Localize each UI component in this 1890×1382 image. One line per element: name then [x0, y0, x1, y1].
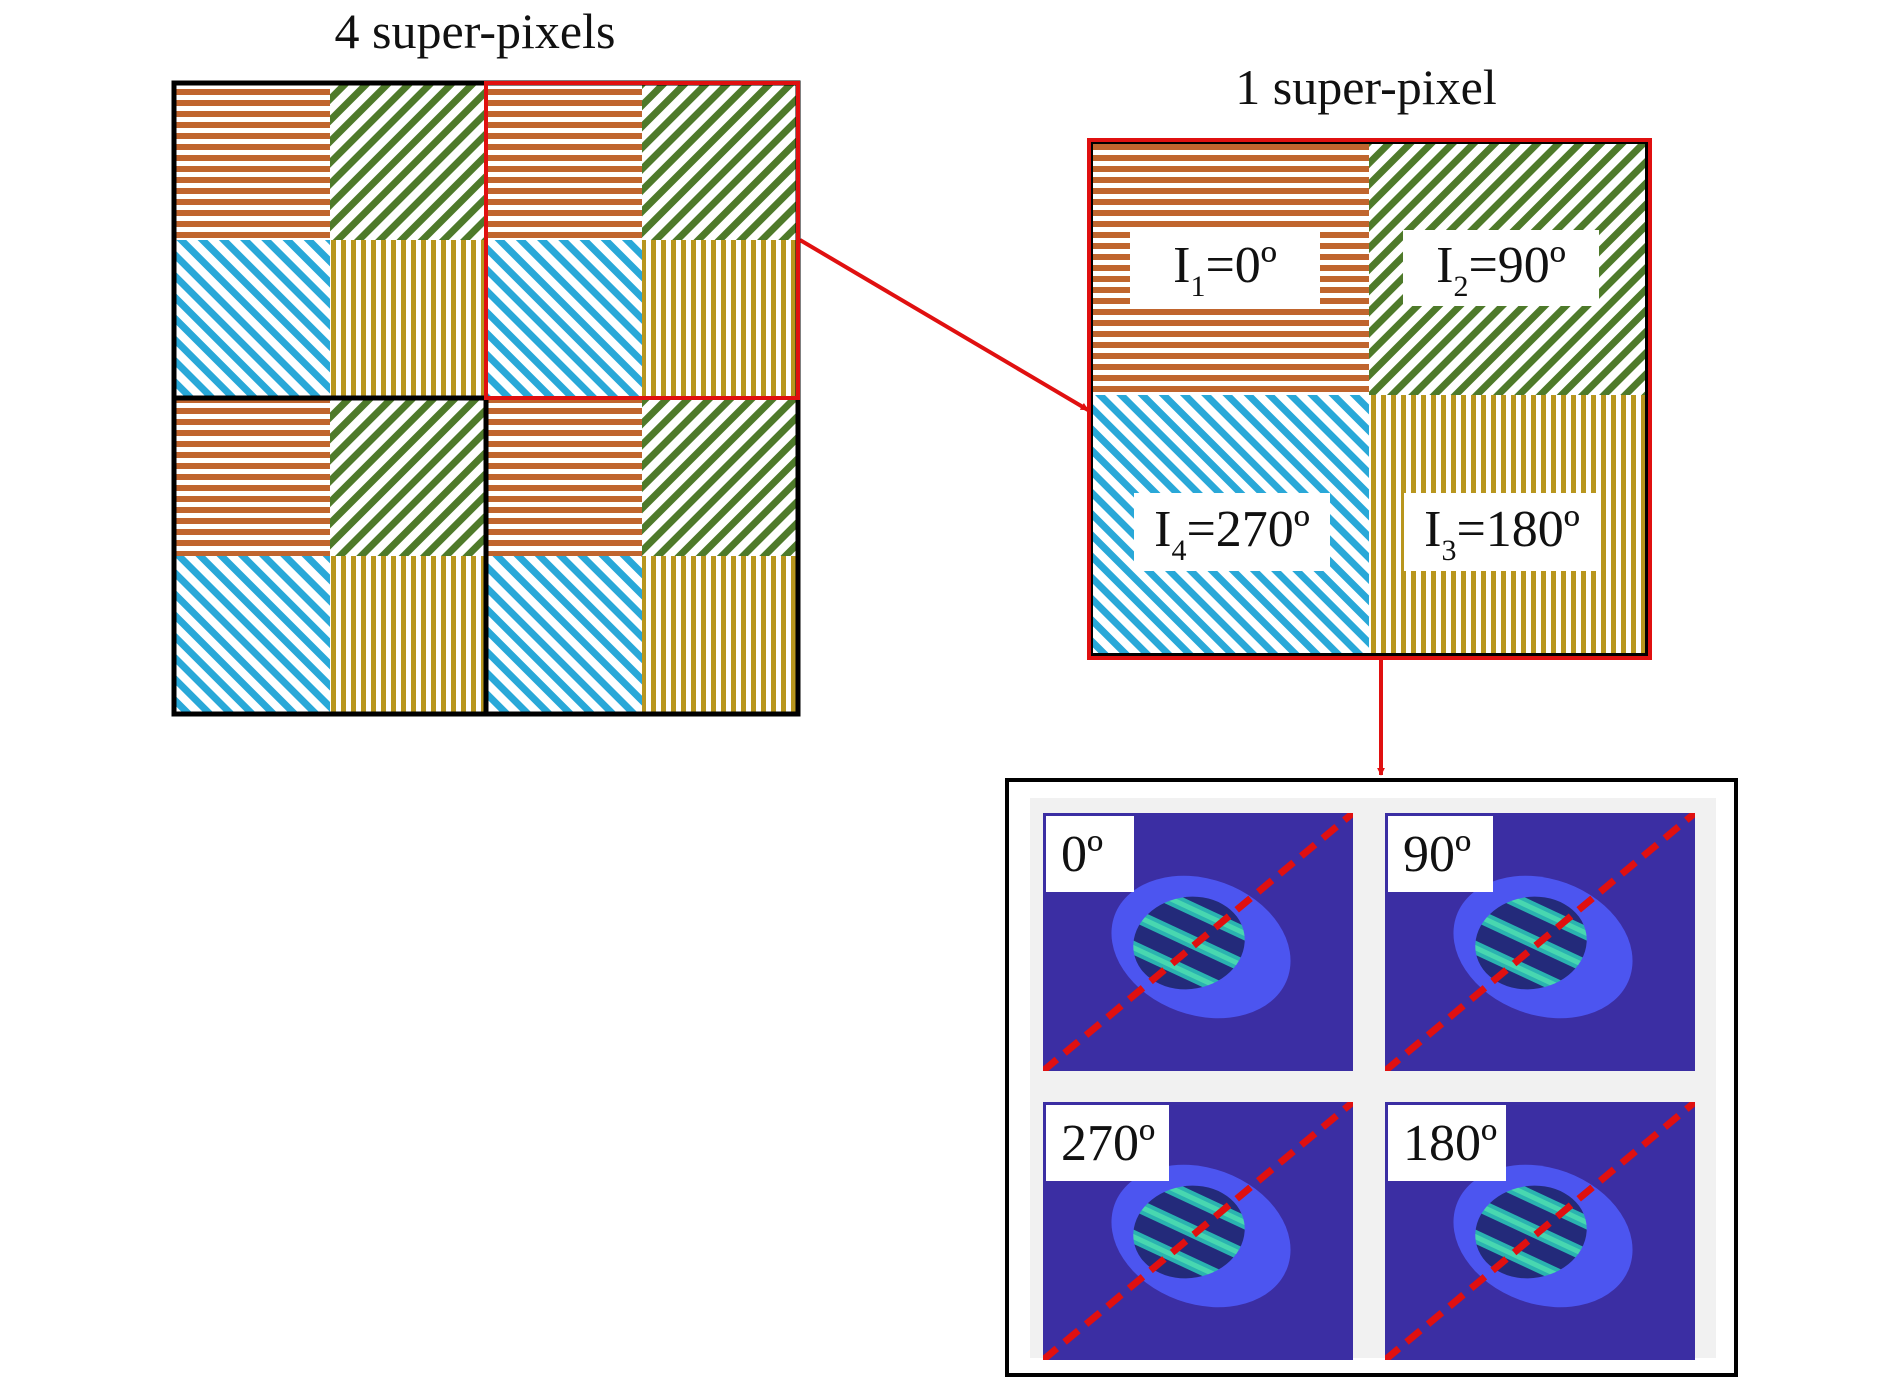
- fringe-label-0: 0º: [1061, 826, 1103, 883]
- label-i1-suffix: =0º: [1205, 237, 1276, 294]
- cell-diagonal-down: [486, 556, 642, 714]
- label-i1-base: I: [1173, 237, 1190, 294]
- label-i3-suffix: =180º: [1456, 501, 1579, 558]
- cell-vertical: [642, 556, 798, 714]
- cell-diagonal-down: [174, 240, 330, 398]
- fringe-map-270: 270º: [1043, 1102, 1353, 1360]
- label-i1-text: I1=0º: [1173, 237, 1277, 303]
- fringe-label-box: [1046, 816, 1134, 892]
- cell-horizontal: [486, 83, 642, 240]
- label-i2: I2=90º: [1403, 230, 1599, 306]
- fringe-diagonal-group: [1043, 1102, 1353, 1360]
- label-i3-subscript: 3: [1441, 534, 1456, 567]
- cell-diagonal-up: [642, 398, 798, 556]
- fringe-diagonal-dashed-line: [1385, 813, 1695, 1071]
- label-i4-base: I: [1154, 501, 1171, 558]
- fringe-pattern-ellipse: [1133, 1185, 1245, 1279]
- label-i1-subscript: 1: [1190, 270, 1205, 303]
- super-pixel-bottom-right: [486, 398, 798, 714]
- label-i3: I3=180º: [1404, 493, 1600, 571]
- label-i4-subscript: 4: [1171, 534, 1186, 567]
- label-i3-base: I: [1424, 501, 1441, 558]
- four-super-pixels-group: 4 super-pixels: [171, 3, 801, 717]
- label-i1: I1=0º: [1130, 230, 1320, 306]
- one-super-pixel-group: 1 super-pixel I1=0º I2=90º I4=270º I3=18…: [1087, 59, 1652, 660]
- fringe-pattern-ellipse: [1133, 896, 1245, 990]
- four-super-pixels-title: 4 super-pixels: [335, 3, 616, 59]
- fringe-label-box: [1388, 816, 1493, 892]
- cell-diagonal-up: [330, 398, 486, 556]
- cell-horizontal: [174, 83, 330, 240]
- super-pixel-highlight-border: [1087, 138, 1652, 660]
- cell-diagonal-up: [642, 83, 798, 240]
- fringe-diagonal-group: [1385, 1102, 1695, 1360]
- label-i2-suffix: =90º: [1468, 237, 1565, 294]
- fringe-diagonal-dashed-line: [1043, 1102, 1353, 1360]
- label-i3-text: I3=180º: [1424, 501, 1580, 567]
- cell-horizontal: [486, 398, 642, 556]
- one-super-pixel-title: 1 super-pixel: [1235, 59, 1496, 115]
- label-i3-box: [1404, 493, 1600, 571]
- label-i1-box: [1130, 230, 1320, 306]
- fringe-pattern-ellipse: [1475, 896, 1587, 990]
- fringe-label-box: [1046, 1105, 1169, 1181]
- fringe-label-180: 180º: [1403, 1115, 1497, 1172]
- cell-vertical: [642, 240, 798, 398]
- zoom-arrow: [798, 238, 1090, 412]
- super-pixel-top-left: [174, 83, 486, 398]
- fringe-diagonal-group: [1043, 813, 1353, 1071]
- fringe-map-180: 180º: [1385, 1102, 1695, 1360]
- fringe-label-90: 90º: [1403, 826, 1471, 883]
- cell-diagonal-down: [486, 240, 642, 398]
- label-i2-text: I2=90º: [1436, 237, 1566, 303]
- label-i4-text: I4=270º: [1154, 501, 1310, 567]
- fringe-pattern-ellipse: [1475, 1185, 1587, 1279]
- label-i4-box: [1134, 493, 1330, 571]
- label-i4: I4=270º: [1134, 493, 1330, 571]
- super-pixel-top-right: [486, 83, 798, 398]
- fringe-map-0: 0º: [1043, 813, 1353, 1071]
- fringe-map-90: 90º: [1385, 813, 1695, 1071]
- fringe-panel: 0º 90º 270º 180º: [1005, 778, 1738, 1377]
- fringe-diagonal-dashed-line: [1043, 813, 1353, 1071]
- label-i4-suffix: =270º: [1186, 501, 1309, 558]
- super-pixel-bottom-left: [174, 398, 486, 714]
- label-i2-base: I: [1436, 237, 1453, 294]
- cell-diagonal-down: [174, 556, 330, 714]
- fringe-label-270: 270º: [1061, 1115, 1155, 1172]
- fringe-label-box: [1388, 1105, 1506, 1181]
- label-i2-box: [1403, 230, 1599, 306]
- cell-diagonal-up: [330, 83, 486, 240]
- fringe-diagonal-group: [1385, 813, 1695, 1071]
- label-i2-subscript: 2: [1453, 270, 1468, 303]
- cell-vertical: [330, 556, 486, 714]
- fringe-maps-container: 0º 90º 270º 180º: [1043, 813, 1695, 1360]
- cell-vertical: [330, 240, 486, 398]
- fringe-diagonal-dashed-line: [1385, 1102, 1695, 1360]
- cell-horizontal: [174, 398, 330, 556]
- highlighted-super-pixel-border: [484, 81, 800, 400]
